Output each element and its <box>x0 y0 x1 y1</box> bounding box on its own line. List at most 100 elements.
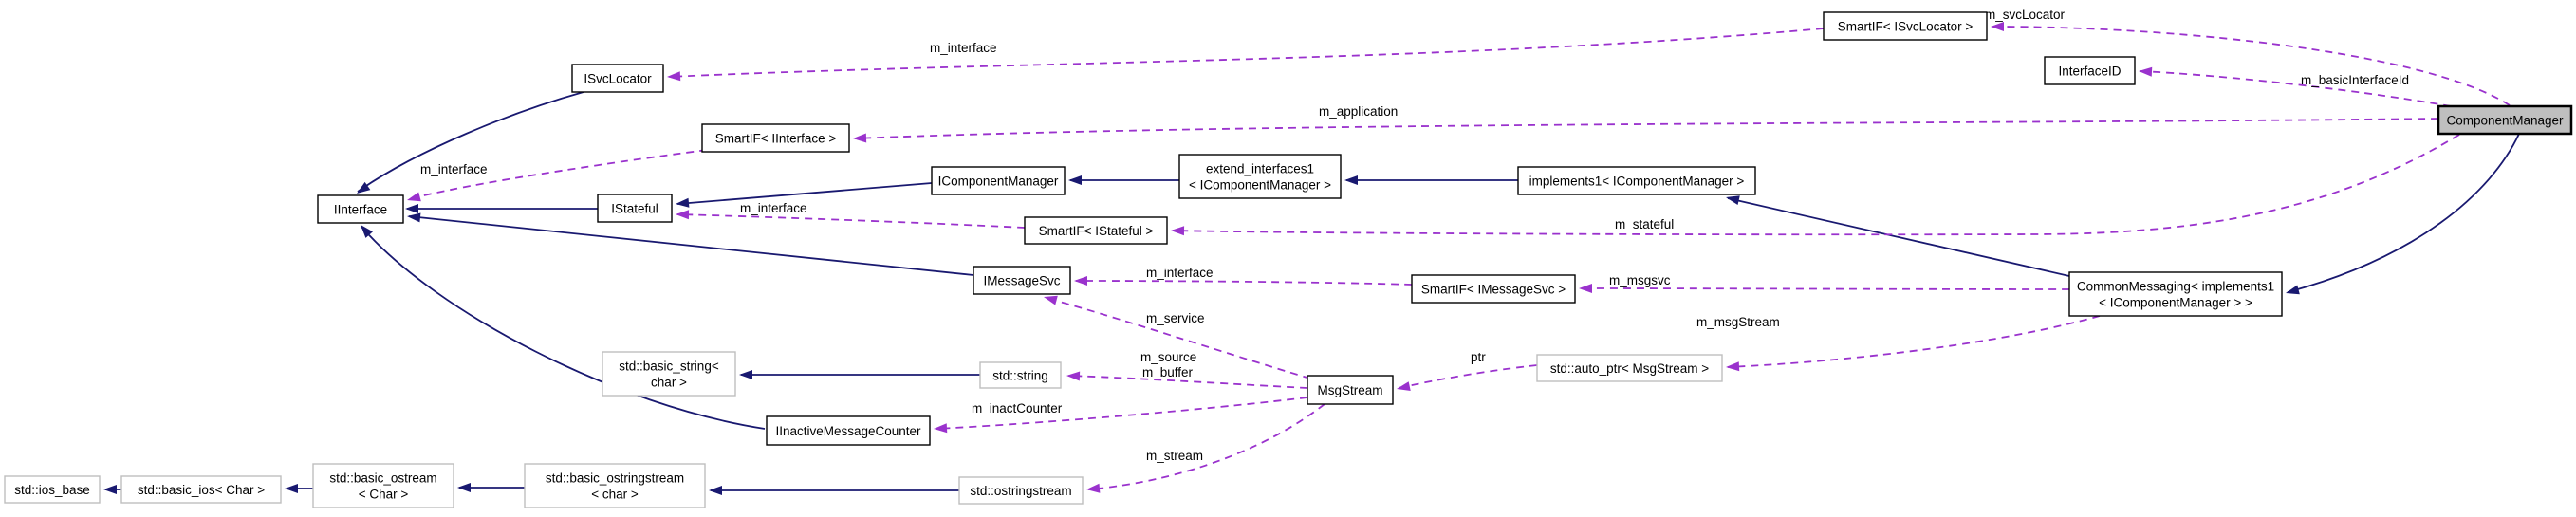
node-ostringstream-box <box>958 476 1084 505</box>
node-basic-string: std::basic_string<char > <box>602 351 736 397</box>
node-ios-base: std::ios_base <box>4 475 101 504</box>
node-isvclocator[interactable]: ISvcLocator <box>571 64 664 93</box>
use-m-inactcounter: m_inactCounter <box>934 397 1308 434</box>
inh-iinactivemessagecounter-iinterface <box>361 225 766 430</box>
inh-imessagesvc-iinterface-arrowhead <box>407 212 421 223</box>
use-m-service: m_service <box>1044 295 1311 379</box>
inh-isvclocator-iinterface <box>357 91 584 194</box>
use-m-service-label: m_service <box>1146 311 1205 325</box>
inh-ostringstream-basicostringstream-arrowhead <box>709 486 722 495</box>
use-m-svclocator-label: m_svcLocator <box>1985 8 2066 22</box>
inh-extend-icomponentmanager <box>1068 175 1179 185</box>
node-iinterface[interactable]: IInterface <box>317 194 404 224</box>
node-std-string: std::string <box>979 361 1062 389</box>
use-m-stateful-arrowhead <box>1171 226 1185 236</box>
inh-implements1-extend-arrowhead <box>1344 175 1358 185</box>
node-std-string-label: std::string <box>992 368 1048 382</box>
use-m-interface-istateful-arrowhead <box>676 210 690 220</box>
node-basic-ostringstream: std::basic_ostringstream< char > <box>524 463 706 508</box>
node-interfaceid-box <box>2044 56 2136 85</box>
use-m-msgsvc-arrowhead <box>1579 284 1592 293</box>
use-m-basicinterfaceid-arrowhead <box>2139 66 2153 77</box>
node-smartif-iinterface-label: SmartIF< IInterface > <box>715 131 837 145</box>
inh-implements1-extend <box>1344 175 1518 185</box>
use-m-svclocator: m_svcLocator <box>1985 8 2511 106</box>
inh-imessagesvc-iinterface <box>407 212 974 276</box>
node-ios-base-box <box>4 475 101 504</box>
node-basic-ostringstream-box <box>524 463 706 508</box>
node-imessagesvc-label: IMessageSvc <box>983 273 1060 287</box>
use-m-interface-imessagesvc-arrowhead <box>1074 276 1087 286</box>
use-m-interface-imessagesvc: m_interface <box>1074 266 1413 286</box>
node-implements1-box <box>1517 166 1756 195</box>
node-msgstream-box <box>1307 375 1394 405</box>
node-istateful-label: IStateful <box>611 201 658 215</box>
use-m-basicinterfaceid-label: m_basicInterfaceId <box>2301 73 2409 87</box>
inh-basicios-iosbase <box>103 485 121 494</box>
inh-extend-icomponentmanager-arrowhead <box>1068 175 1082 185</box>
use-m-application-label: m_application <box>1319 104 1398 119</box>
inh-basicostream-basicios <box>285 484 313 493</box>
node-interfaceid[interactable]: InterfaceID <box>2044 56 2136 85</box>
node-componentmanager: ComponentManager <box>2437 104 2573 136</box>
node-smartif-iinterface-box <box>701 123 850 153</box>
node-icomponentmanager-box <box>931 166 1066 195</box>
node-icomponentmanager[interactable]: IComponentManager <box>931 166 1066 195</box>
node-iinactivemessagecounter[interactable]: IInactiveMessageCounter <box>766 415 931 446</box>
use-m-source-m-buffer-label-1: m_buffer <box>1142 365 1194 379</box>
node-extend-interfaces1-box <box>1178 154 1342 199</box>
use-m-service-arrowhead <box>1044 295 1058 305</box>
use-m-msgstream-label: m_msgStream <box>1696 315 1780 329</box>
node-basic-ios-box <box>120 475 282 504</box>
inh-stdstring-basicstring-arrowhead <box>739 370 752 379</box>
node-msgstream[interactable]: MsgStream <box>1307 375 1394 405</box>
node-auto-ptr-msgstream: std::auto_ptr< MsgStream > <box>1536 354 1723 382</box>
node-smartif-isvclocator[interactable]: SmartIF< ISvcLocator > <box>1823 11 1988 41</box>
inh-isvclocator-iinterface-arrowhead <box>357 181 371 194</box>
node-ios-base-label: std::ios_base <box>14 483 90 497</box>
node-extend-interfaces1-label: extend_interfaces1 <box>1206 161 1314 175</box>
use-m-interface-iinterface-label: m_interface <box>420 162 488 176</box>
node-auto-ptr-msgstream-label: std::auto_ptr< MsgStream > <box>1550 361 1709 376</box>
use-m-msgsvc: m_msgsvc <box>1579 273 2070 293</box>
node-iinterface-label: IInterface <box>334 202 387 216</box>
node-smartif-istateful-label: SmartIF< IStateful > <box>1039 224 1154 238</box>
node-basic-ostringstream-label-1: < char > <box>591 487 639 501</box>
use-m-msgstream: m_msgStream <box>1696 315 2101 372</box>
inh-icomponentmanager-istateful-arrowhead <box>676 197 690 208</box>
use-m-interface-isvclocator-arrowhead <box>667 71 681 82</box>
node-basic-ios-label: std::basic_ios< Char > <box>138 483 265 497</box>
use-m-interface-iinterface: m_interface <box>407 149 708 202</box>
use-m-msgstream-arrowhead <box>1726 361 1740 372</box>
node-basic-ostream: std::basic_ostream< Char > <box>312 463 454 508</box>
node-imessagesvc[interactable]: IMessageSvc <box>973 266 1071 295</box>
node-smartif-istateful[interactable]: SmartIF< IStateful > <box>1024 216 1168 245</box>
node-implements1[interactable]: implements1< IComponentManager > <box>1517 166 1756 195</box>
node-smartif-iinterface[interactable]: SmartIF< IInterface > <box>701 123 850 153</box>
inh-basicostream-basicios-arrowhead <box>285 484 298 493</box>
node-commonmessaging[interactable]: CommonMessaging< implements1< IComponent… <box>2068 271 2283 317</box>
node-istateful[interactable]: IStateful <box>597 194 673 223</box>
node-componentmanager-label: ComponentManager <box>2446 113 2564 127</box>
use-m-application: m_application <box>853 104 2439 143</box>
node-iinactivemessagecounter-box <box>766 415 931 446</box>
node-basic-ostream-label-1: < Char > <box>359 487 409 501</box>
node-extend-interfaces1[interactable]: extend_interfaces1< IComponentManager > <box>1178 154 1342 199</box>
node-componentmanager-box <box>2437 104 2573 136</box>
use-ptr-arrowhead <box>1397 381 1411 391</box>
use-m-interface-istateful: m_interface <box>676 201 1026 229</box>
use-m-inactcounter-label: m_inactCounter <box>972 401 1063 415</box>
inh-basicostringstream-basicostream-arrowhead <box>457 483 471 492</box>
node-commonmessaging-label: CommonMessaging< implements1 <box>2077 279 2274 293</box>
use-m-svclocator-arrowhead <box>1991 22 2004 31</box>
inh-stdstring-basicstring <box>739 370 980 379</box>
node-implements1-label: implements1< IComponentManager > <box>1529 174 1745 188</box>
node-ostringstream-label: std::ostringstream <box>970 484 1071 498</box>
inh-istateful-iinterface-arrowhead <box>405 204 418 213</box>
node-icomponentmanager-label: IComponentManager <box>938 174 1059 188</box>
node-smartif-imessagesvc[interactable]: SmartIF< IMessageSvc > <box>1411 274 1576 304</box>
node-msgstream-label: MsgStream <box>1317 383 1382 397</box>
node-isvclocator-label: ISvcLocator <box>584 71 652 85</box>
